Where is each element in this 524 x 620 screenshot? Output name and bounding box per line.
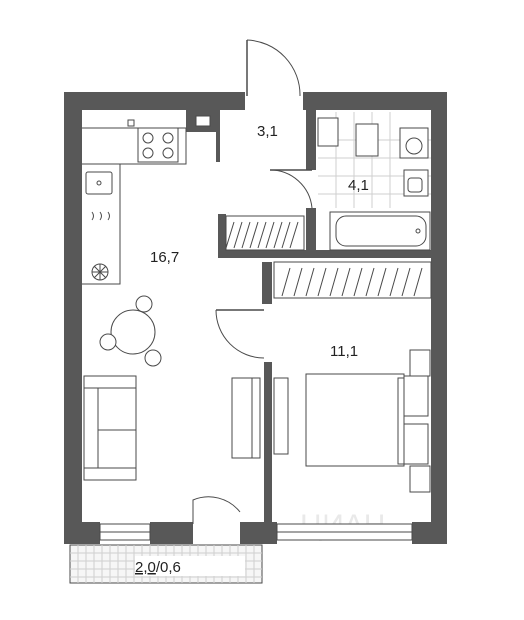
area-label-bathroom: 4,1 xyxy=(348,177,369,194)
area-label-balcony: 2,0/0,6 xyxy=(135,559,181,576)
sofa xyxy=(83,375,137,481)
toilet xyxy=(403,169,429,197)
bedroom-wardrobe xyxy=(273,261,432,299)
bedroom-shelf xyxy=(273,377,289,455)
balcony-area-reduced: 0,6 xyxy=(160,559,181,576)
dining-table xyxy=(99,295,162,367)
area-label-hallway: 3,1 xyxy=(257,123,278,140)
kitchen-counter xyxy=(82,119,187,285)
balcony-area-separator: / xyxy=(156,559,161,576)
balcony xyxy=(69,544,263,584)
balcony-area-main: 2,0 xyxy=(135,559,156,576)
bathtub xyxy=(329,211,431,251)
bed xyxy=(305,349,431,493)
tv-stand xyxy=(231,377,261,459)
washing-machine xyxy=(399,127,429,159)
walls xyxy=(64,92,447,544)
area-label-kitchen-living: 16,7 xyxy=(150,249,179,266)
windows xyxy=(99,523,413,541)
washbasin xyxy=(317,117,379,157)
hallway-wardrobe xyxy=(225,215,305,251)
area-label-bedroom: 11,1 xyxy=(330,343,358,360)
doors xyxy=(192,39,313,524)
